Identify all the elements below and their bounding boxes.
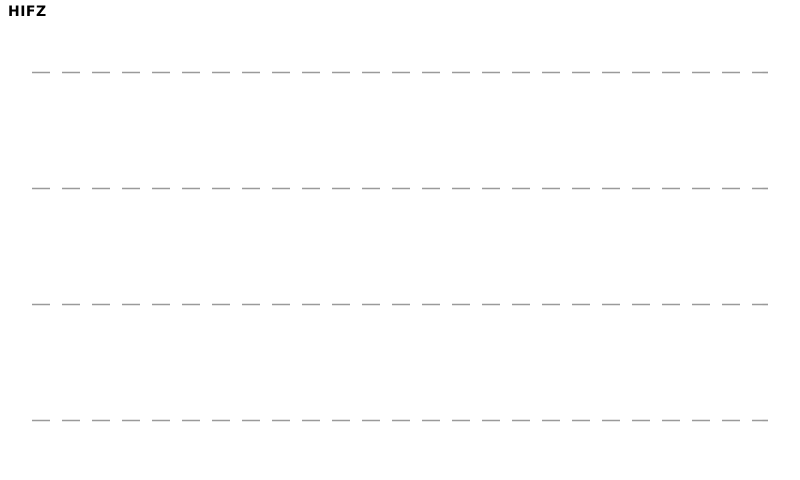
page-title: HIFZ	[8, 4, 47, 20]
